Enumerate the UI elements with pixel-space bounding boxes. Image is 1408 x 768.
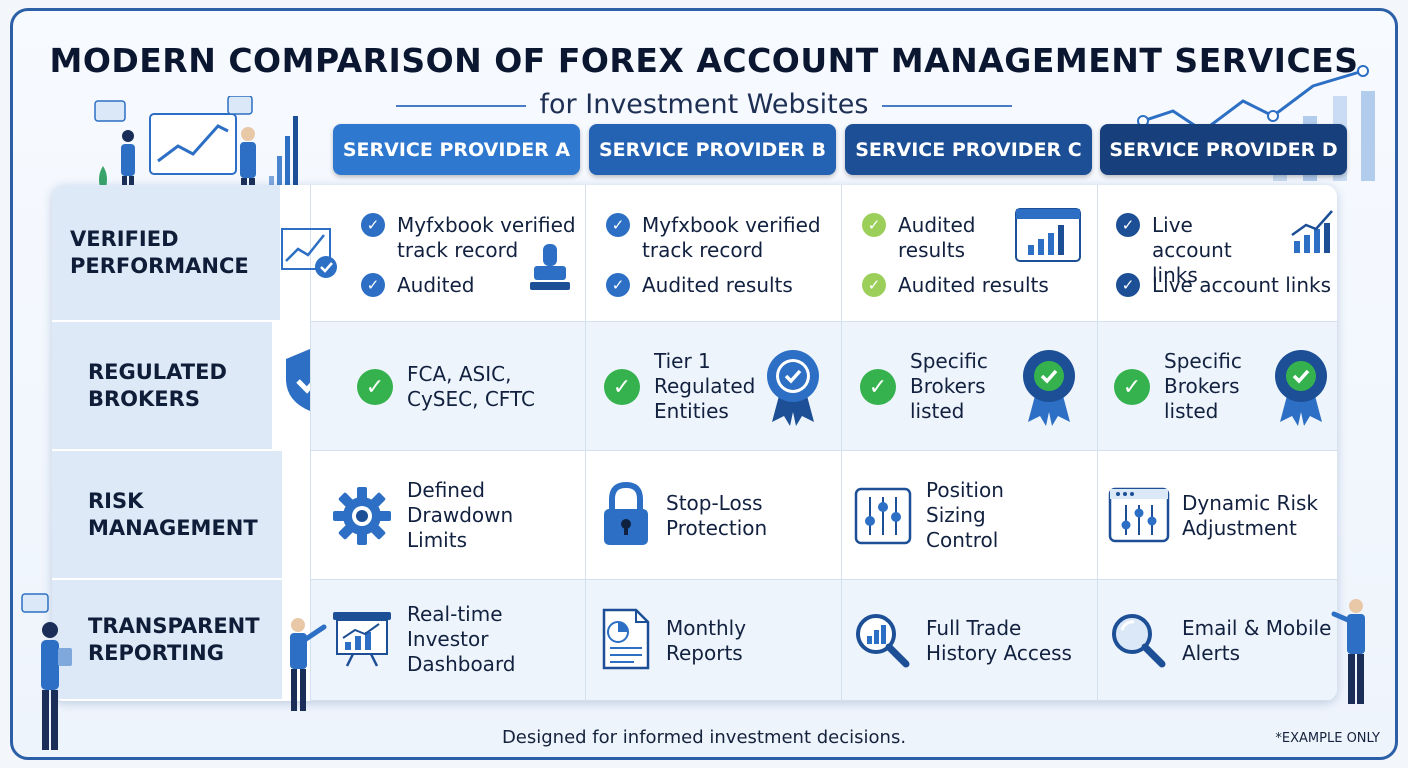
cell-reporting-b: Monthly Reports — [585, 580, 841, 701]
stamp-icon — [530, 244, 570, 290]
cell-regulated-b: ✓ Tier 1 Regulated Entities — [585, 322, 841, 451]
row-label-risk: RISK MANAGEMENT — [52, 451, 282, 580]
control-panel-icon — [1108, 487, 1170, 543]
cell-reporting-d: Email & Mobile Alerts — [1097, 580, 1337, 701]
provider-a-header: SERVICE PROVIDER A — [333, 124, 580, 175]
provider-c-header: SERVICE PROVIDER C — [845, 124, 1092, 175]
cell-regulated-c: ✓ Specific Brokers listed — [841, 322, 1097, 451]
check-icon: ✓ — [862, 273, 886, 297]
cell-risk-b: Stop-Loss Protection — [585, 451, 841, 580]
growth-chart-icon — [1291, 210, 1333, 253]
example-disclaimer: *EXAMPLE ONLY — [1275, 731, 1380, 746]
magnifier-chart-icon — [856, 614, 910, 668]
verified-d-item-2: Live account links — [1152, 273, 1332, 297]
page-subtitle: for Investment Websites — [13, 89, 1395, 120]
report-document-icon — [602, 608, 650, 670]
cell-risk-d: Dynamic Risk Adjustment — [1097, 451, 1337, 580]
check-icon: ✓ — [361, 273, 385, 297]
sliders-icon — [854, 487, 912, 545]
cell-regulated-d: ✓ Specific Brokers listed — [1097, 322, 1337, 451]
risk-a-text: Defined Drawdown Limits — [407, 478, 514, 552]
check-icon: ✓ — [862, 213, 886, 237]
cell-verified-a: ✓ Myfxbook verified track record ✓ Audit… — [310, 185, 585, 322]
check-icon: ✓ — [357, 369, 393, 405]
regulated-a-text: FCA, ASIC, CySEC, CFTC — [407, 362, 535, 411]
subtitle-text: for Investment Websites — [539, 89, 869, 120]
person-left-illustration — [21, 593, 72, 750]
risk-b-text: Stop-Loss Protection — [666, 491, 768, 540]
chart-check-icon — [281, 228, 337, 278]
cell-verified-c: ✓ Audited results ✓ Audited results — [841, 185, 1097, 322]
provider-d-header: SERVICE PROVIDER D — [1100, 124, 1347, 175]
risk-c-text: Position Sizing Control — [926, 478, 1004, 552]
person-pointing-illustration — [290, 618, 327, 711]
check-icon: ✓ — [1116, 273, 1140, 297]
gear-icon — [333, 487, 391, 545]
check-icon: ✓ — [361, 213, 385, 237]
check-icon: ✓ — [604, 369, 640, 405]
regulated-b-text: Tier 1 Regulated Entities — [654, 349, 756, 423]
cell-risk-c: Position Sizing Control — [841, 451, 1097, 580]
cell-verified-b: ✓ Myfxbook verified track record ✓ Audit… — [585, 185, 841, 322]
reporting-b-text: Monthly Reports — [666, 616, 747, 665]
page-title: MODERN COMPARISON OF FOREX ACCOUNT MANAG… — [49, 41, 1359, 80]
reporting-a-text: Real-time Investor Dashboard — [407, 602, 516, 676]
verified-a-item-1: Myfxbook verified track record — [397, 213, 576, 262]
risk-d-text: Dynamic Risk Adjustment — [1182, 491, 1319, 540]
regulated-c-text: Specific Brokers listed — [910, 349, 988, 423]
verified-c-item-1: Audited results — [898, 213, 976, 262]
check-icon: ✓ — [1114, 369, 1150, 405]
cell-reporting-a: Real-time Investor Dashboard — [310, 580, 585, 701]
cell-verified-d: ✓ Live account links ✓ Live account link… — [1097, 185, 1337, 322]
dashboard-chart-icon — [1015, 208, 1081, 262]
verified-b-item-1: Myfxbook verified track record — [642, 213, 821, 262]
badge-ribbon-icon — [1023, 350, 1075, 426]
check-icon: ✓ — [606, 273, 630, 297]
verified-d-item-1: Live account links — [1152, 213, 1232, 287]
row-label-reporting: TRANSPARENT REPORTING — [52, 580, 282, 701]
subtitle-rule-right — [882, 104, 1013, 107]
person-right-illustration — [1331, 599, 1365, 704]
magnifier-icon — [1112, 614, 1166, 668]
reporting-c-text: Full Trade History Access — [926, 616, 1072, 665]
cell-reporting-c: Full Trade History Access — [841, 580, 1097, 701]
subtitle-rule-left — [395, 104, 526, 107]
provider-b-header: SERVICE PROVIDER B — [589, 124, 836, 175]
row-label-verified: VERIFIED PERFORMANCE — [52, 185, 280, 322]
badge-ribbon-icon — [767, 350, 819, 426]
verified-c-item-2: Audited results — [898, 273, 1049, 297]
reporting-d-text: Email & Mobile Alerts — [1182, 616, 1332, 665]
cell-regulated-a: ✓ FCA, ASIC, CySEC, CFTC — [310, 322, 585, 451]
cell-risk-a: Defined Drawdown Limits — [310, 451, 585, 580]
presentation-board-icon — [333, 612, 391, 667]
verified-b-item-2: Audited results — [642, 273, 793, 297]
check-icon: ✓ — [1116, 213, 1140, 237]
verified-a-item-2: Audited — [397, 273, 475, 297]
badge-ribbon-icon — [1275, 350, 1327, 426]
check-icon: ✓ — [606, 213, 630, 237]
footer-note: Designed for informed investment decisio… — [501, 727, 907, 748]
regulated-d-text: Specific Brokers listed — [1164, 349, 1242, 423]
check-icon: ✓ — [860, 369, 896, 405]
padlock-icon — [604, 481, 648, 545]
row-label-regulated: REGULATED BROKERS — [52, 322, 272, 451]
comparison-table: VERIFIED PERFORMANCE REGULATED BROKERS R… — [52, 185, 1337, 701]
